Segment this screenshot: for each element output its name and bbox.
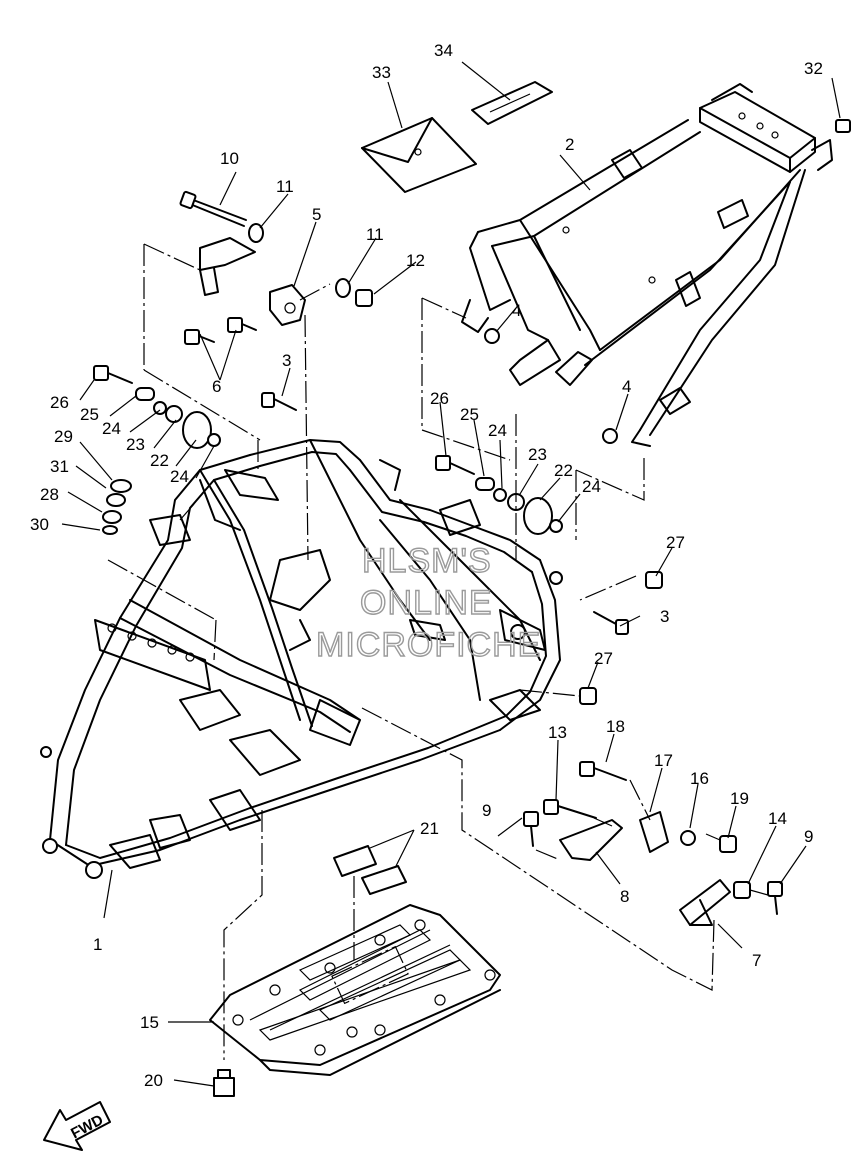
callout-13: 13 (548, 723, 567, 742)
callout-34: 34 (434, 41, 453, 60)
callout-21: 21 (420, 819, 439, 838)
callout-8: 8 (620, 887, 629, 906)
callout-9: 9 (482, 801, 491, 820)
callout-7: 7 (752, 951, 761, 970)
watermark: HLSM'S ONLINE MICROFICHE (315, 541, 541, 664)
callout-32: 32 (804, 59, 823, 78)
callout-2: 2 (565, 135, 574, 154)
skid-plate (209, 904, 501, 1076)
fwd-arrow-icon: FWD (43, 1101, 111, 1151)
callout-4: 4 (512, 301, 521, 320)
callout-29: 29 (54, 427, 73, 446)
callout-31: 31 (50, 457, 69, 476)
callout-22: 22 (150, 451, 169, 470)
callout-10: 10 (220, 149, 239, 168)
main-frame (40, 439, 563, 879)
callout-25: 25 (460, 405, 479, 424)
callout-12: 12 (406, 251, 425, 270)
callout-23: 23 (126, 435, 145, 454)
callouts: 1 2 3 3 4 4 5 6 7 8 9 9 10 11 11 12 13 1… (30, 41, 823, 1090)
callout-27: 27 (666, 533, 685, 552)
callout-17: 17 (654, 751, 673, 770)
callout-5: 5 (312, 205, 321, 224)
callout-4: 4 (622, 377, 631, 396)
callout-26: 26 (430, 389, 449, 408)
callout-3: 3 (660, 607, 669, 626)
callout-11: 11 (366, 225, 384, 244)
watermark-line-2: ONLINE (360, 584, 493, 622)
callout-23: 23 (528, 445, 547, 464)
callout-24: 24 (102, 419, 121, 438)
callout-19: 19 (730, 789, 749, 808)
callout-16: 16 (690, 769, 709, 788)
leader-lines (61, 61, 841, 1087)
watermark-line-1: HLSM'S (362, 542, 492, 580)
small-parts (93, 81, 851, 1097)
rear-subframe (461, 83, 833, 447)
callout-24: 24 (488, 421, 507, 440)
callout-1: 1 (93, 935, 102, 954)
callout-25: 25 (80, 405, 99, 424)
callout-15: 15 (140, 1013, 159, 1032)
callout-20: 20 (144, 1071, 163, 1090)
callout-26: 26 (50, 393, 69, 412)
callout-28: 28 (40, 485, 59, 504)
callout-33: 33 (372, 63, 391, 82)
callout-24: 24 (582, 477, 601, 496)
callout-27: 27 (594, 649, 613, 668)
callout-9: 9 (804, 827, 813, 846)
watermark-line-3: MICROFICHE (316, 626, 541, 664)
callout-11: 11 (276, 177, 294, 196)
callout-6: 6 (212, 377, 221, 396)
callout-24: 24 (170, 467, 189, 486)
callout-14: 14 (768, 809, 787, 828)
callout-22: 22 (554, 461, 573, 480)
callout-30: 30 (30, 515, 49, 534)
callout-3: 3 (282, 351, 291, 370)
callout-18: 18 (606, 717, 625, 736)
